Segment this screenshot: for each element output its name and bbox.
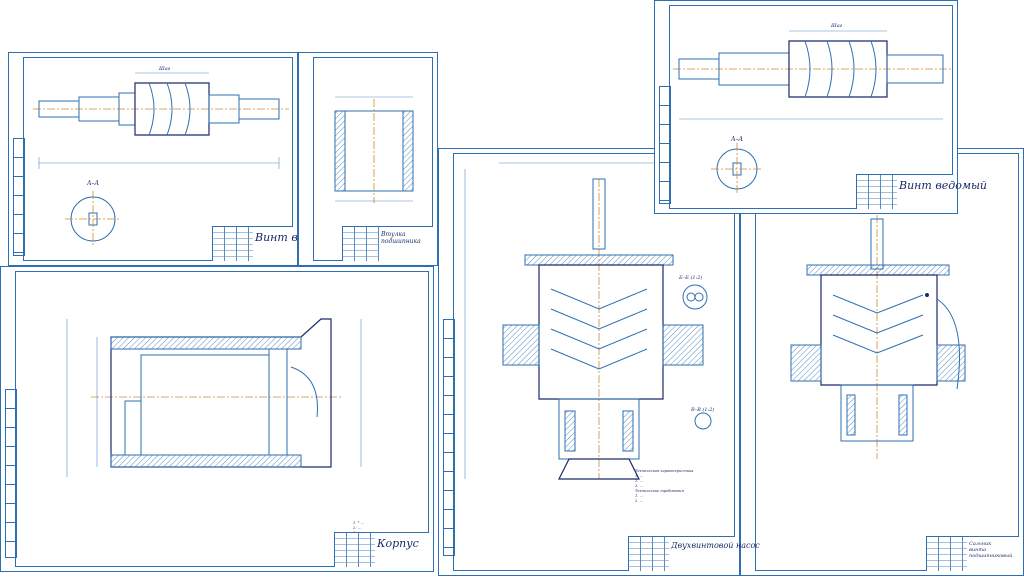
sheet-assembly[interactable]: Б–Б (1:2) В–В (1:2) Техническая характер… xyxy=(438,148,760,576)
title-block: Втулка подшипника xyxy=(342,226,433,261)
side-strip xyxy=(443,319,455,556)
pitch-label: Шаг xyxy=(158,66,171,72)
sheet-general-view[interactable]: Сальник винта подшипниковый xyxy=(740,148,1024,576)
shaft-driven-drawing: А–А Шаг xyxy=(673,23,951,195)
sheet-shaft-main[interactable]: А–А Шаг Винт ведущий xyxy=(8,52,343,266)
title-block: Винт ведомый xyxy=(856,174,988,209)
section-b-label: Б–Б (1:2) xyxy=(678,274,702,281)
sheet-title: Двухвинтовой насос xyxy=(671,541,760,550)
general-view-drawing xyxy=(790,215,966,459)
sheet-title: Втулка подшипника xyxy=(381,231,421,245)
section-v-label: В–В (1:2) xyxy=(690,406,714,413)
title-block: Двухвинтовой насос xyxy=(628,536,760,571)
tech-req-title: Технические требования xyxy=(635,489,684,493)
sheet-title: Корпус xyxy=(377,537,419,550)
sheet-title: Винт ведомый xyxy=(899,179,988,192)
sheet-title: Винт ведущий xyxy=(255,231,343,244)
side-strip xyxy=(5,388,17,558)
section-label: А–А xyxy=(86,180,100,187)
pitch-label: Шаг xyxy=(830,23,843,29)
shaft-main-drawing: А–А Шаг xyxy=(33,66,289,247)
body-drawing xyxy=(66,318,362,477)
title-block: Сальник винта подшипниковый xyxy=(926,536,1019,571)
sheet-body[interactable]: 1. * ...2. ...3. ... Корпус xyxy=(0,266,434,572)
sheet-shaft-driven[interactable]: А–А Шаг Винт ведомый xyxy=(654,0,988,214)
side-strip xyxy=(13,137,25,257)
assembly-notes: Техническая характеристика 1. ...2. ...3… xyxy=(635,469,694,503)
sheet-title: Сальник винта подшипниковый xyxy=(969,541,1013,559)
title-block: Винт ведущий xyxy=(212,226,343,261)
side-strip xyxy=(659,85,671,205)
sheet-sleeve[interactable]: Втулка подшипника xyxy=(298,52,438,266)
title-block: Корпус xyxy=(334,532,429,567)
tech-char-title: Техническая характеристика xyxy=(635,469,694,473)
assembly-drawing: Б–Б (1:2) В–В (1:2) xyxy=(464,162,714,480)
section-label: А–А xyxy=(730,136,744,143)
sleeve-drawing xyxy=(334,96,414,203)
